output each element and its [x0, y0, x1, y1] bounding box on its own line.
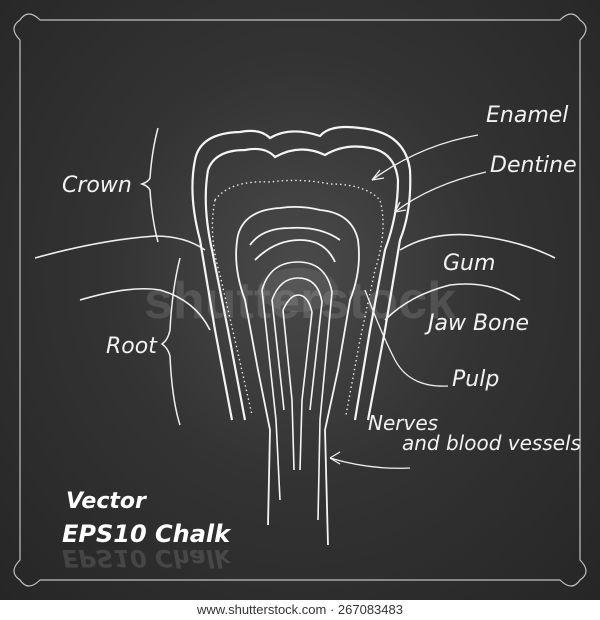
gum-label: Gum	[443, 251, 495, 276]
footer-credit: www.shutterstock.com · 267083483	[0, 600, 600, 620]
tooth-enamel-outline	[191, 125, 412, 421]
leader-lines	[329, 134, 487, 469]
caption-line2-reflection: EPS10 Chalk	[62, 544, 232, 572]
enamel-leader	[371, 134, 479, 181]
nerves-leader	[329, 457, 411, 469]
dentine-arrowhead	[394, 201, 407, 213]
jaw-bone-label: Jaw Bone	[424, 311, 529, 336]
pulp-label: Pulp	[452, 367, 499, 392]
dentine-layer	[211, 179, 384, 416]
nerves-label-line2: and blood vessels	[402, 431, 581, 455]
chalk-frame	[13, 13, 587, 587]
enamel-label: Enamel	[486, 103, 568, 128]
dentine-label: Dentine	[490, 153, 577, 178]
gum-lines	[34, 233, 556, 331]
tooth-diagram: Crown Root Enamel Dentine Gum Jaw Bone P…	[13, 13, 587, 587]
watermark: shutterstock	[144, 272, 456, 330]
caption-line2: EPS10 Chalk	[62, 520, 232, 548]
root-canals	[261, 261, 333, 521]
pulp-chamber	[235, 205, 360, 546]
root-bracket	[160, 257, 181, 426]
chalkboard: Crown Root Enamel Dentine Gum Jaw Bone P…	[0, 0, 600, 600]
crown-label: Crown	[62, 173, 132, 198]
crown-bracket	[139, 127, 159, 243]
caption-line1: Vector	[66, 489, 147, 514]
dentine-leader	[394, 171, 487, 213]
nerves-label-line1: Nerves	[368, 411, 438, 435]
pulp-leader	[364, 289, 449, 387]
enamel-arrowhead	[371, 169, 385, 181]
pulp-glow	[258, 268, 338, 312]
root-label: Root	[106, 334, 158, 359]
nerves-arrowhead	[329, 451, 341, 465]
